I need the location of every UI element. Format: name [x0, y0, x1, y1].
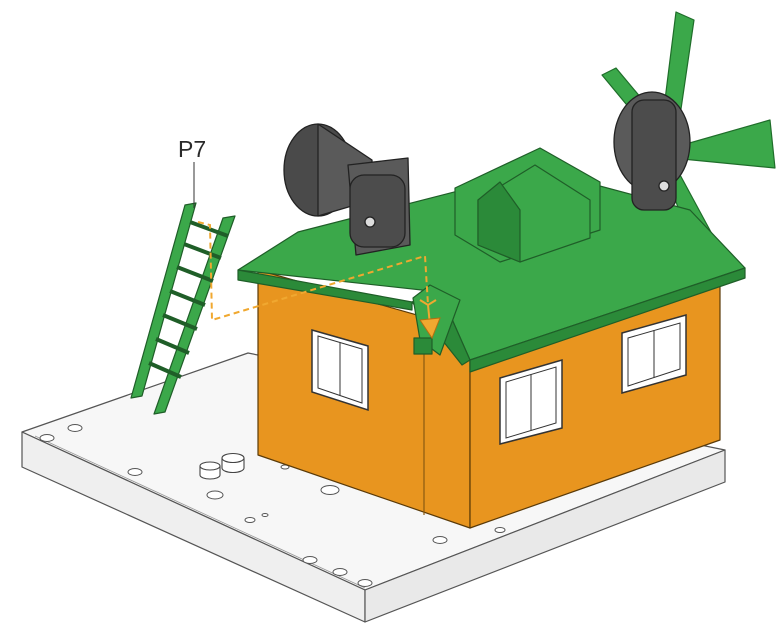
part-label-p7: P7	[178, 136, 206, 163]
